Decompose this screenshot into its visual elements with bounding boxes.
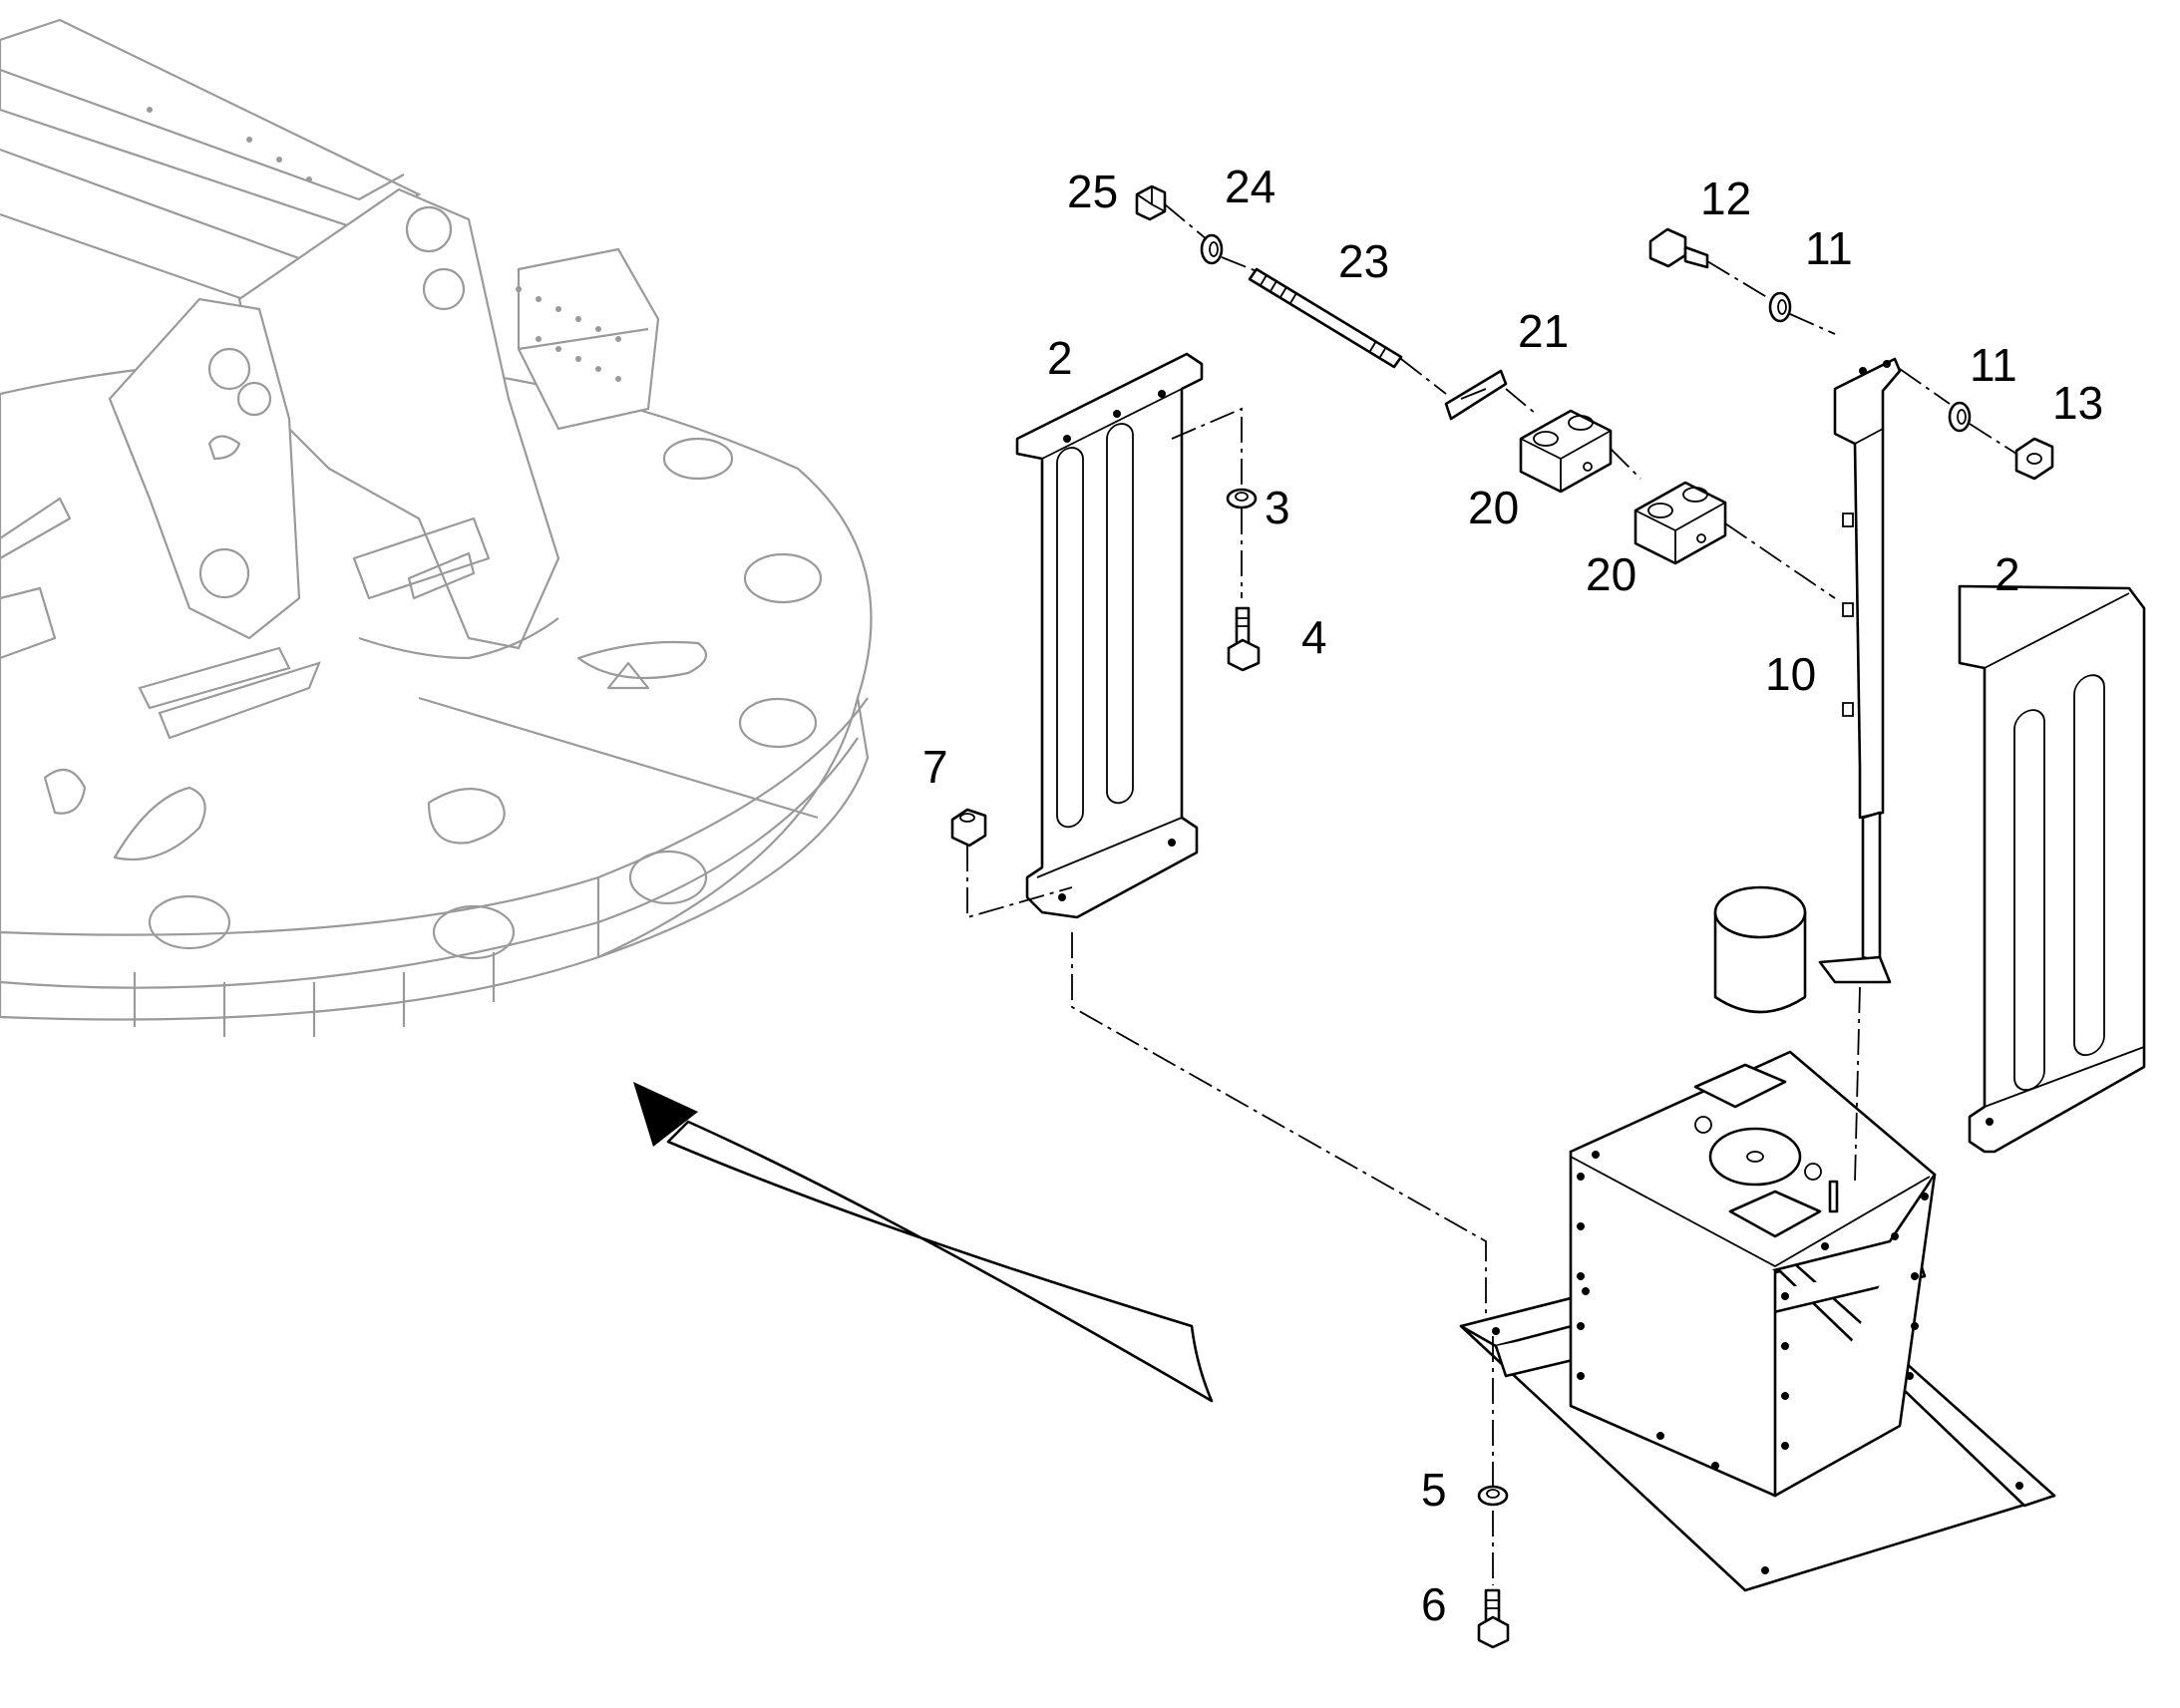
- mounting-direction-arrow: [633, 1082, 1214, 1403]
- callout-25: 25: [1067, 166, 1118, 217]
- filter-canister: [1713, 885, 1807, 1014]
- washer-5: [1477, 1485, 1509, 1507]
- callout-4: 4: [1301, 611, 1327, 663]
- callout-labels: 25 24 23 12 11 21 11 13 2 3 20 20 2 4 10…: [922, 161, 2103, 1630]
- callout-23: 23: [1338, 235, 1389, 287]
- bolt-4: [1227, 606, 1261, 672]
- washer-11-lower: [1948, 401, 1972, 433]
- callout-13: 13: [2052, 377, 2103, 429]
- nut-7: [950, 808, 987, 848]
- machine-turntable-ghost: [0, 18, 873, 1037]
- bolt-12: [1648, 227, 1709, 269]
- bracket-2-right: [1958, 584, 2146, 1154]
- callout-2-left: 2: [1047, 332, 1073, 384]
- callout-11-upper: 11: [1805, 222, 1853, 274]
- washer-11-upper: [1768, 291, 1792, 323]
- nut-13: [2014, 437, 2054, 481]
- hold-down-strap-10: [1818, 357, 1902, 984]
- plate-21: [1444, 369, 1508, 421]
- callout-7: 7: [922, 741, 948, 793]
- callout-12: 12: [1700, 172, 1751, 224]
- callout-24: 24: [1225, 161, 1275, 212]
- tank-rivets: [1492, 1151, 2023, 1574]
- washer-24: [1200, 233, 1224, 265]
- callout-5: 5: [1421, 1464, 1447, 1516]
- callout-20-upper: 20: [1468, 482, 1519, 533]
- callout-2-right: 2: [1995, 548, 2020, 600]
- bolt-6: [1477, 1588, 1510, 1649]
- washer-3: [1226, 488, 1258, 510]
- callout-3: 3: [1265, 482, 1290, 533]
- ghost-rivets: [147, 107, 621, 382]
- bracket-2-left: [1015, 352, 1204, 919]
- callout-20-lower: 20: [1586, 548, 1636, 600]
- callout-10: 10: [1765, 648, 1816, 700]
- callout-21: 21: [1518, 305, 1569, 357]
- callout-6: 6: [1421, 1578, 1447, 1630]
- clamp-block-20-upper: [1519, 409, 1613, 494]
- assembly-lines: [966, 203, 2017, 1585]
- clamp-block-20-lower: [1634, 481, 1727, 565]
- tank-assembly: [1459, 1050, 2056, 1592]
- threaded-rod-23: [1248, 267, 1403, 369]
- callout-11-lower: 11: [1970, 339, 2017, 391]
- nut-25: [1135, 184, 1167, 221]
